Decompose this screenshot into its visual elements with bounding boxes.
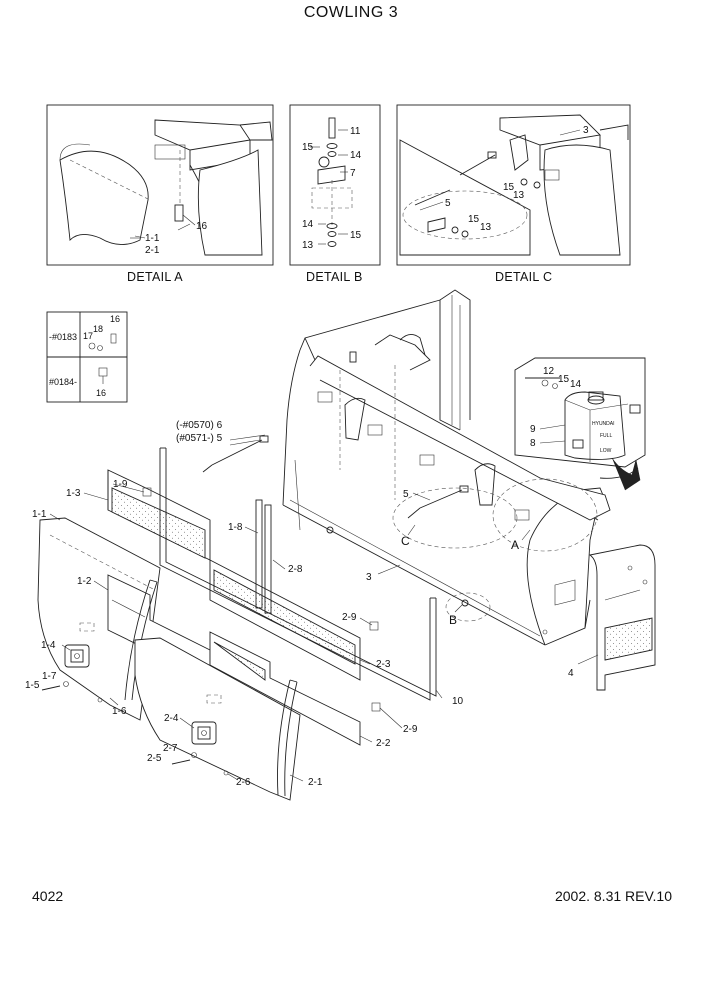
detail-a-box [46,104,274,266]
label-detail-b-1: 11 [350,126,361,137]
label-detail-a-1: 1-1 [145,233,160,244]
callout-5: 5 [403,489,409,500]
serial-range-1: -#0183 [49,332,77,342]
serial-part-16a: 16 [110,314,120,324]
tank-label-14: 14 [570,379,582,390]
tank-low: LOW [600,448,612,454]
label-detail-b-6: 15 [350,230,362,241]
detail-b-box [289,104,381,266]
callout-1-8: 1-8 [228,522,243,533]
callout-2-9-a: 2-9 [342,612,357,623]
detail-c-caption: DETAIL C [495,270,553,284]
detail-b-caption: DETAIL B [306,270,363,284]
detail-c-box [396,104,631,266]
door-2-panel [134,559,381,801]
label-detail-b-2: 15 [302,142,314,153]
label-detail-b-4: 7 [350,168,356,179]
tank-label-9: 9 [530,424,536,435]
serial-part-17: 17 [83,331,93,341]
label-detail-c-5: 15 [468,214,480,225]
serial-table [46,311,128,403]
callout-2-6: 2-6 [236,777,251,788]
callout-1-3: 1-3 [66,488,81,499]
callout-2-7: 2-7 [163,743,178,754]
callout-2-4: 2-4 [164,713,179,724]
tank-brand: HYUNDAI [592,421,615,427]
door-1-panel [37,469,211,721]
callout-2-5: 2-5 [147,753,162,764]
tank-full: FULL [600,433,612,439]
callout-2-3: 2-3 [376,659,391,670]
label-detail-b-7: 13 [302,240,314,251]
serial-range-2: #0184- [49,377,77,387]
callout-2-2: 2-2 [376,738,391,749]
label-detail-b-3: 14 [350,150,362,161]
serial-part-18: 18 [93,324,103,334]
label-detail-c-6: 13 [480,222,492,233]
label-detail-c-1: 3 [583,125,589,136]
label-detail-b-5: 14 [302,219,314,230]
tank-label-15: 15 [558,374,570,385]
callout-1-7: 1-7 [42,671,57,682]
callout-1-4: 1-4 [41,640,56,651]
label-detail-c-2: 15 [503,182,515,193]
label-detail-c-3: 13 [513,190,525,201]
revision-date: 2002. 8.31 REV.10 [554,888,672,904]
rods-and-seals [159,447,437,701]
callout-4: 4 [568,668,574,679]
callout-3: 3 [366,572,372,583]
callout-a: A [511,538,519,552]
callout-1-6: 1-6 [112,706,127,717]
callout-c: C [401,534,410,548]
detail-a-caption: DETAIL A [127,270,183,284]
callout-2-9-b: 2-9 [403,724,418,735]
label-detail-c-4: 5 [445,198,451,209]
page-number: 4022 [32,888,64,904]
diagram-labels: 1-1 2-1 16 11 15 14 7 14 15 13 3 15 13 5… [25,125,615,788]
tank-label-8: 8 [530,438,536,449]
cowling-frame [202,289,611,646]
callout-5-range: (#0571-) 5 [176,433,223,444]
callout-1-9: 1-9 [113,479,128,490]
callout-10: 10 [452,696,464,707]
page-title: COWLING 3 [303,4,399,21]
callout-1-5: 1-5 [25,680,40,691]
leader-lines [49,129,599,782]
label-detail-a-3: 16 [196,221,208,232]
side-cover-part-4 [588,544,656,691]
callout-2-1: 2-1 [308,777,323,788]
callout-2-8: 2-8 [288,564,303,575]
tank-label-12: 12 [543,366,555,377]
callout-b: B [449,613,457,627]
reservoir-tank-inset [514,357,646,491]
label-detail-a-2: 2-1 [145,245,160,256]
callout-6: (-#0570) 6 [176,420,223,431]
callout-1-2: 1-2 [77,576,92,587]
serial-part-16b: 16 [96,388,106,398]
callout-1-1: 1-1 [32,509,47,520]
